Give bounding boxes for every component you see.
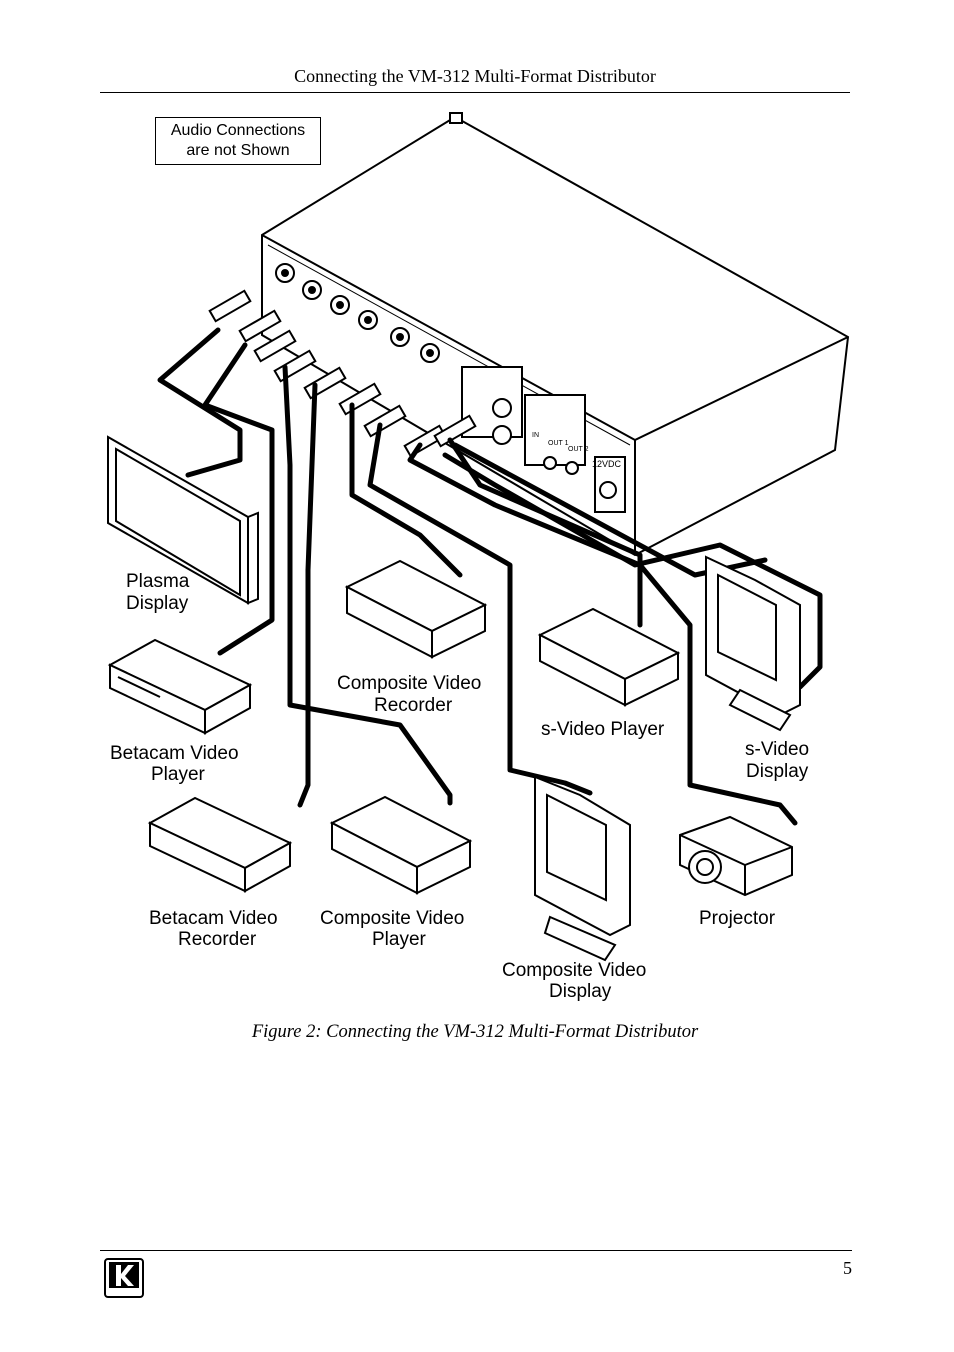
page-number: 5	[843, 1258, 852, 1278]
page-header: Connecting the VM-312 Multi-Format Distr…	[294, 66, 656, 86]
s-video-player-label: s-Video Player	[541, 719, 665, 740]
out2-label: OUT 2	[568, 446, 589, 453]
composite-video-recorder	[344, 559, 488, 659]
plasma-display-label-1: Plasma	[126, 571, 190, 592]
figure-caption: Figure 2: Connecting the VM-312 Multi-Fo…	[251, 1022, 699, 1042]
composite-display-label-2: Display	[549, 981, 612, 1002]
composite-player-label-1: Composite Video	[320, 908, 464, 929]
kramer-logo	[104, 1258, 144, 1298]
footer-rule	[100, 1250, 852, 1251]
audio-note-line-1: Audio Connections	[170, 122, 306, 139]
betacam-player-label-2: Player	[151, 764, 206, 785]
betacam-video-player	[107, 638, 253, 735]
in-label: IN	[532, 432, 539, 439]
dc-label: 12VDC	[592, 459, 622, 469]
composite-recorder-label-1: Composite Video	[337, 673, 481, 694]
s-video-display-label-1: s-Video	[745, 739, 809, 760]
composite-display-label-1: Composite Video	[502, 960, 646, 981]
header-rule	[100, 92, 850, 93]
vm-312-unit	[261, 112, 850, 557]
out1-label: OUT 1	[548, 440, 569, 447]
projector	[679, 815, 793, 897]
cables	[157, 327, 823, 826]
connection-diagram: 12VDC IN OUT 1 OUT 2 Plasma Display	[107, 112, 850, 1002]
betacam-recorder-label-2: Recorder	[178, 929, 257, 950]
s-video-display-label-2: Display	[746, 761, 809, 782]
plasma-display	[107, 435, 259, 605]
betacam-recorder-label-1: Betacam Video	[149, 908, 278, 929]
betacam-video-recorder	[147, 796, 293, 893]
betacam-player-label-1: Betacam Video	[110, 743, 239, 764]
audio-note-box: Audio Connections are not Shown	[155, 117, 321, 165]
rear-panel-connectors	[275, 263, 626, 513]
composite-player-label-2: Player	[372, 929, 427, 950]
composite-recorder-label-2: Recorder	[374, 695, 453, 716]
composite-video-display	[534, 775, 631, 962]
plasma-display-label-2: Display	[126, 593, 189, 614]
projector-label: Projector	[699, 908, 776, 929]
composite-video-player	[329, 795, 473, 895]
audio-note-line-2: are not Shown	[186, 142, 290, 159]
s-video-display	[705, 555, 801, 732]
s-video-player	[537, 607, 681, 707]
